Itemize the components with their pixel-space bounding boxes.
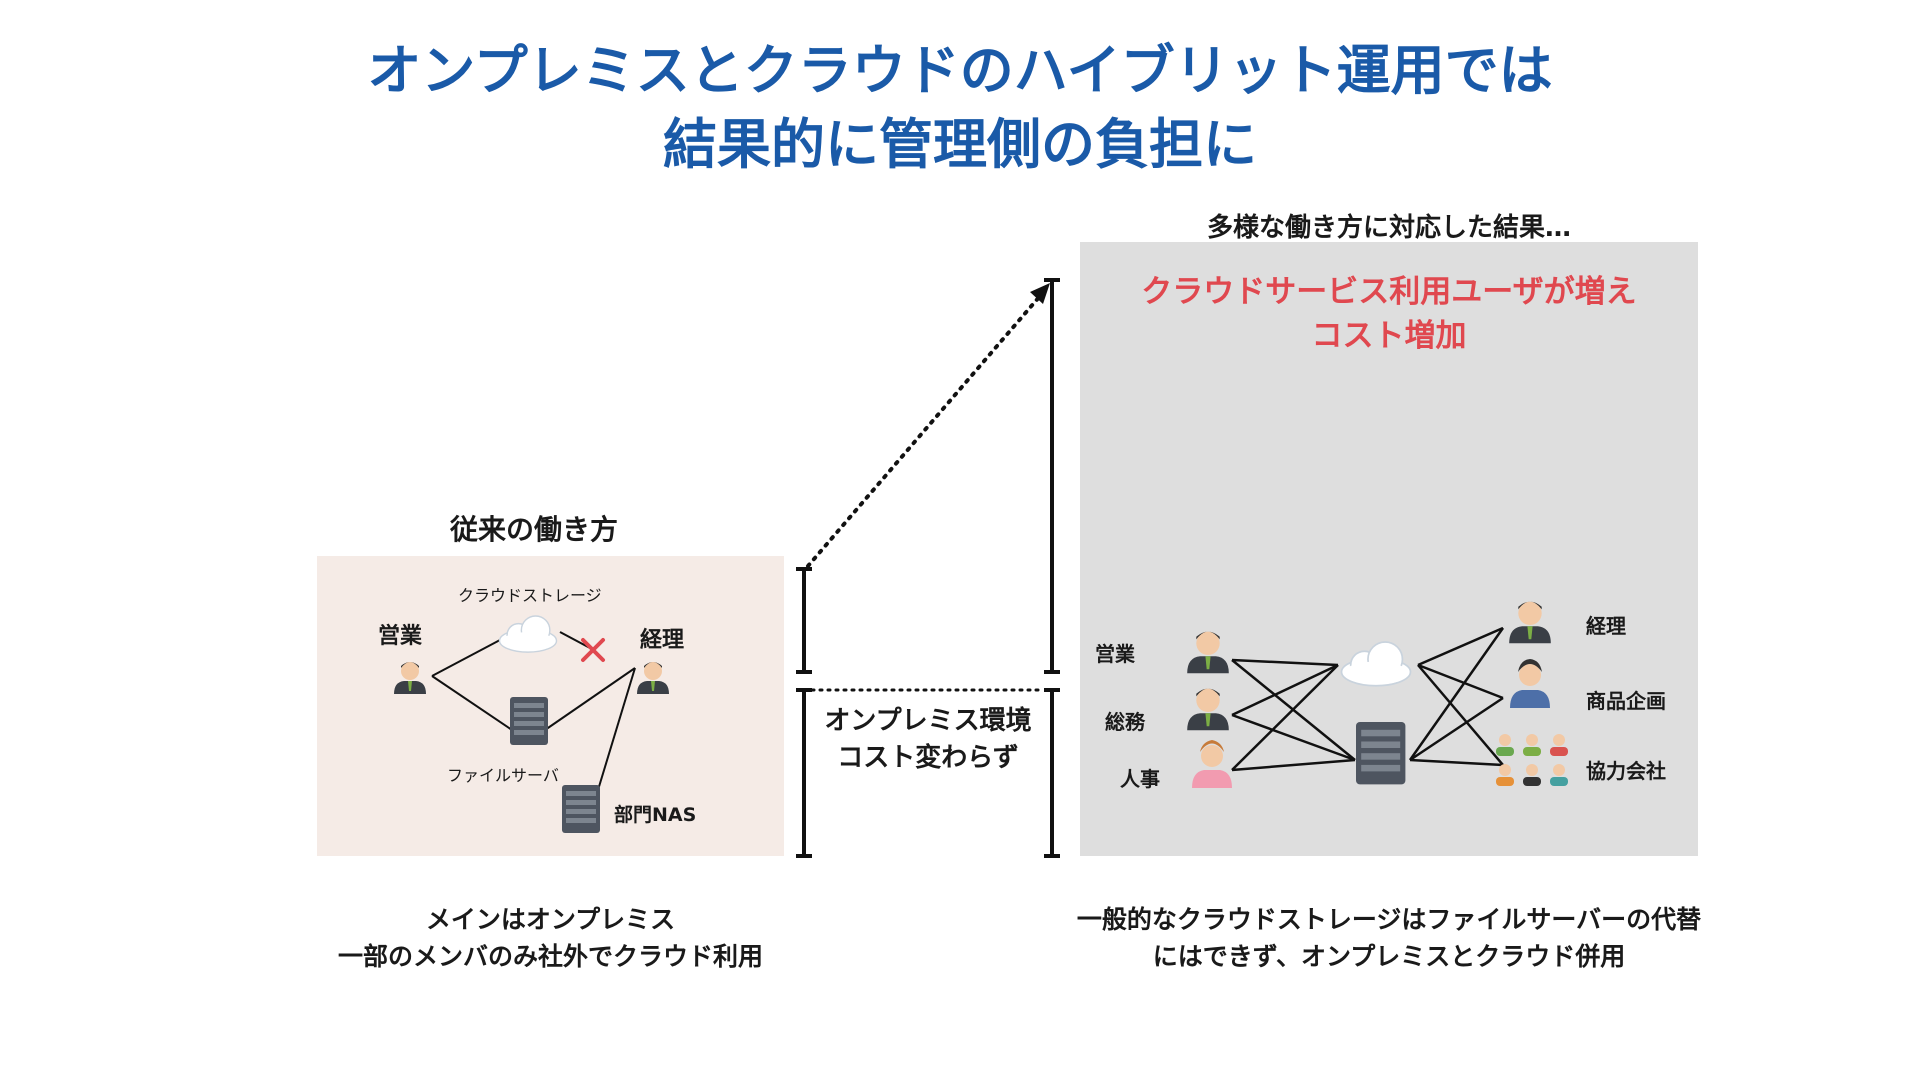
left-user-keiri-label: 経理 xyxy=(640,628,685,653)
right-user-keiri-icon xyxy=(1509,601,1551,644)
left-user-keiri-icon xyxy=(637,662,669,694)
right-alert-line-1: クラウドサービス利用ユーザが増え xyxy=(1141,274,1637,310)
title-line-2: 結果的に管理側の負担に xyxy=(663,113,1257,176)
right-alert-line-2: コスト増加 xyxy=(1311,318,1467,354)
right-user-eigyo-label: 営業 xyxy=(1095,642,1135,666)
left-heading: 従来の働き方 xyxy=(450,513,619,546)
right-user-eigyo-icon xyxy=(1187,631,1229,674)
left-panel-background xyxy=(317,556,784,856)
middle-line-2: コスト変わらず xyxy=(837,743,1019,773)
right-network-lines xyxy=(1231,626,1505,772)
right-user-shohin-label: 商品企画 xyxy=(1586,689,1666,713)
right-cloud-icon xyxy=(1340,641,1412,687)
right-user-keiri-label: 経理 xyxy=(1586,614,1626,638)
left-nas-server-icon xyxy=(562,785,600,833)
right-user-soumu-label: 総務 xyxy=(1105,710,1145,734)
left-cloud-icon xyxy=(498,615,558,653)
small-bracket xyxy=(796,567,812,858)
right-user-kyoryoku-label: 協力会社 xyxy=(1586,759,1666,783)
arrow-head-icon xyxy=(1030,283,1050,304)
left-file-server-icon xyxy=(510,697,548,745)
left-nas-label: 部門NAS xyxy=(614,804,697,826)
left-cloud-label: クラウドストレージ xyxy=(458,586,602,605)
right-user-shohin-icon xyxy=(1510,659,1550,708)
left-user-eigyo-icon xyxy=(394,662,426,694)
dotted-growth-arrow xyxy=(806,294,1042,568)
middle-line-1: オンプレミス環境 xyxy=(824,706,1032,736)
right-user-jinji-icon xyxy=(1192,740,1232,788)
title-line-1: オンプレミスとクラウドのハイブリット運用では xyxy=(367,39,1553,102)
right-user-kyoryoku-icon xyxy=(1496,734,1568,786)
right-user-jinji-label: 人事 xyxy=(1120,767,1160,791)
right-file-server-icon xyxy=(1356,722,1406,785)
left-user-eigyo-label: 営業 xyxy=(378,624,423,649)
cross-icon xyxy=(581,638,605,662)
left-server-label: ファイルサーバ xyxy=(447,766,559,785)
left-caption-line-1: メインはオンプレミス xyxy=(425,905,676,934)
large-bracket xyxy=(1044,278,1060,858)
left-caption-line-2: 一部のメンバのみ社外でクラウド利用 xyxy=(337,942,763,971)
right-user-soumu-icon xyxy=(1187,688,1229,731)
right-heading: 多様な働き方に対応した結果… xyxy=(1206,213,1571,243)
left-network-lines xyxy=(431,631,636,791)
right-caption-line-2: にはできず、オンプレミスとクラウド併用 xyxy=(1152,942,1626,971)
right-caption-line-1: 一般的なクラウドストレージはファイルサーバーの代替 xyxy=(1076,905,1702,934)
